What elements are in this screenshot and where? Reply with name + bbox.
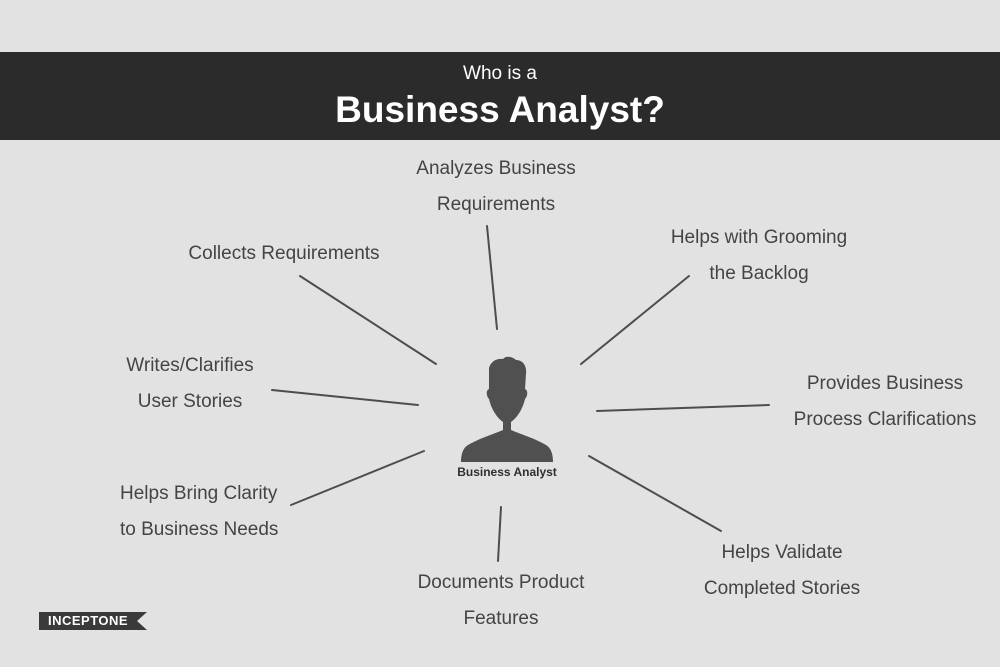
role-writes: Writes/Clarifies User Stories <box>126 355 254 412</box>
role-documents: Documents Product Features <box>417 572 585 629</box>
role-collects: Collects Requirements <box>188 243 380 264</box>
connector-collects <box>299 275 437 365</box>
connector-writes <box>271 389 419 406</box>
connector-clarity <box>290 450 425 506</box>
connector-validate <box>588 455 722 532</box>
inceptone-logo: INCEPTONE <box>39 612 147 630</box>
logo-text: INCEPTONE <box>48 613 129 628</box>
role-clarity: Helps Bring Clarity to Business Needs <box>120 483 279 540</box>
banner-subtitle: Who is a <box>463 63 537 84</box>
banner-title: Business Analyst? <box>335 89 665 130</box>
role-grooming: Helps with Grooming the Backlog <box>670 227 848 284</box>
role-validate: Helps Validate Completed Stories <box>703 542 861 599</box>
connector-grooming <box>580 275 690 365</box>
connector-documents <box>497 506 502 562</box>
title-banner: Who is a Business Analyst? <box>0 52 1000 140</box>
center-caption: Business Analyst <box>457 465 557 479</box>
connector-analyzes <box>486 225 498 330</box>
person-silhouette-icon <box>461 356 553 469</box>
role-provides: Provides Business Process Clarifications <box>793 373 977 430</box>
role-analyzes: Analyzes Business Requirements <box>416 158 576 215</box>
connector-provides <box>596 404 770 412</box>
